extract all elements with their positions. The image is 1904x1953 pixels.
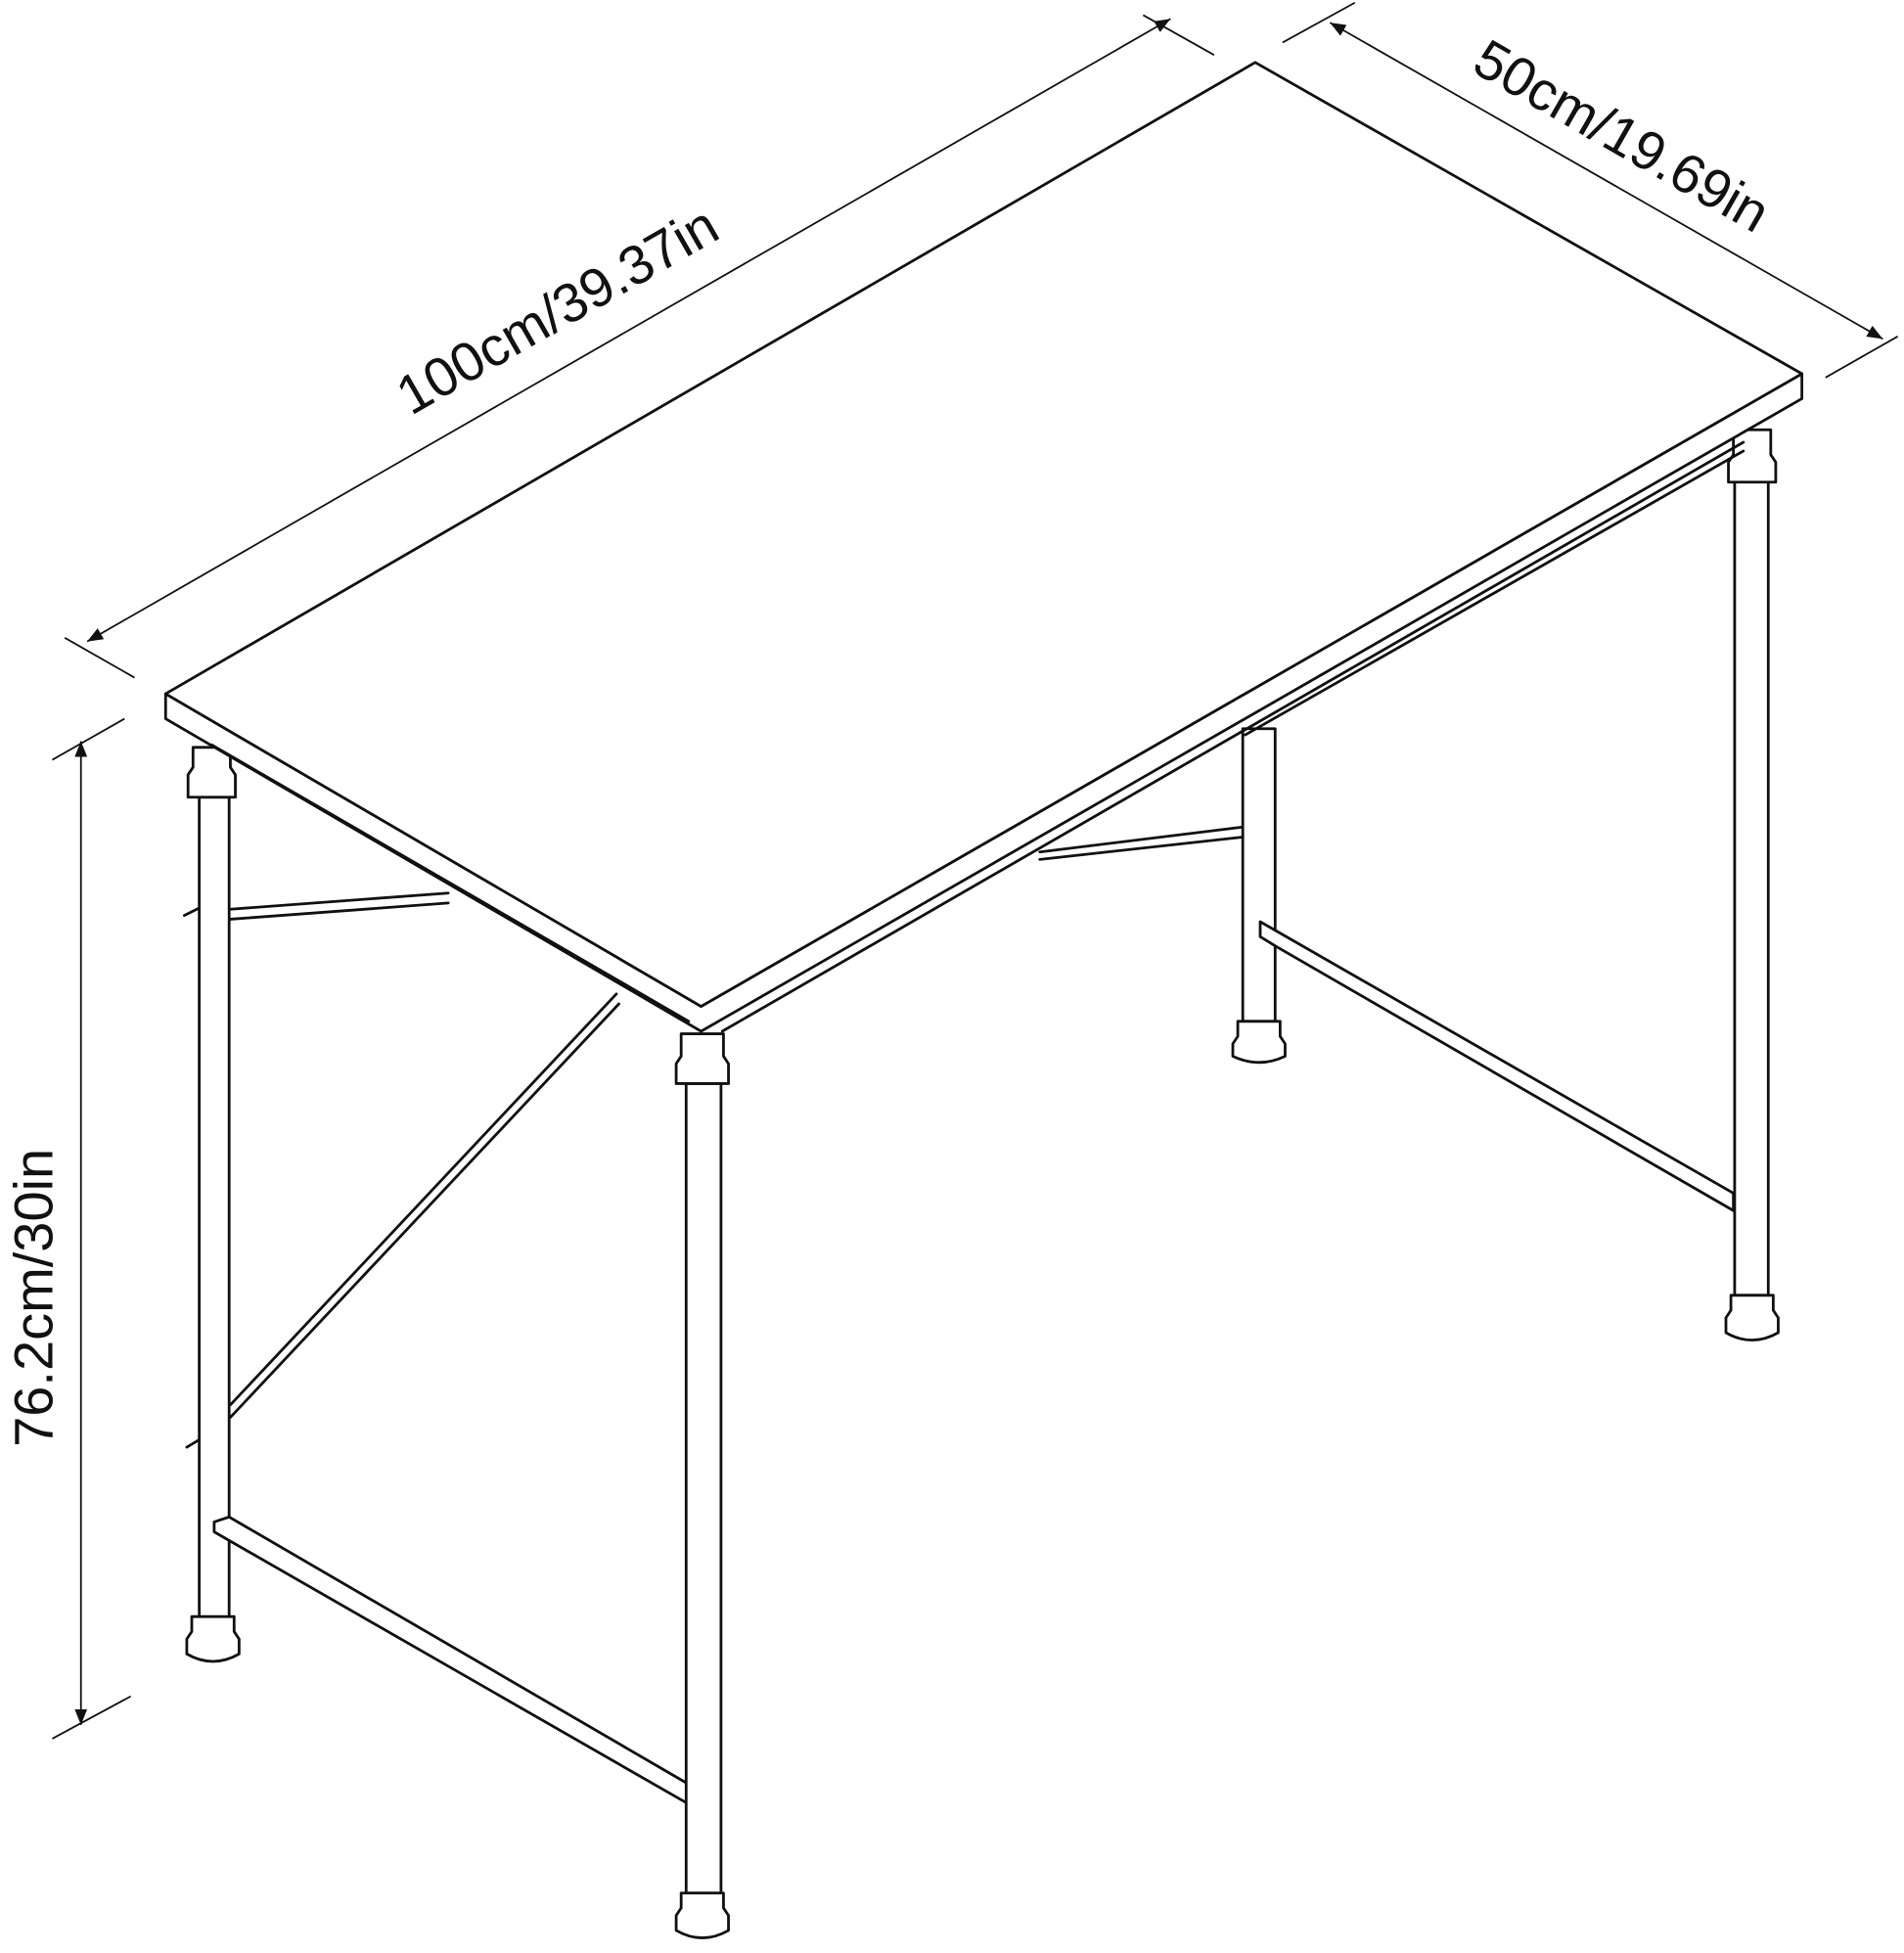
back-leg: [1231, 727, 1287, 1065]
right-stretcher: [1258, 920, 1736, 1212]
width-label: 100cm/39.37in: [385, 194, 728, 427]
back-brace: [1038, 825, 1245, 861]
right-leg: [1724, 428, 1780, 1342]
left-side-brace: [182, 891, 620, 1449]
front-left-leg: [185, 746, 241, 1663]
front-center-leg: [674, 1032, 730, 1939]
tabletop: [163, 61, 1804, 1033]
height-dimension: 76.2cm/30in: [2, 717, 132, 1740]
height-label: 76.2cm/30in: [2, 1149, 64, 1447]
front-stretcher: [212, 1515, 689, 1805]
